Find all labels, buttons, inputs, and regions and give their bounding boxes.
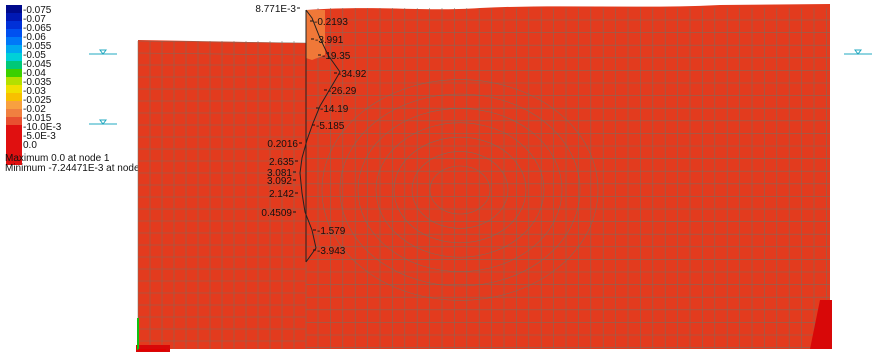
legend-label: -0.055 bbox=[23, 41, 52, 52]
legend-swatch bbox=[6, 85, 22, 93]
legend-label: -0.04 bbox=[23, 68, 46, 79]
diagram-value-label: -3.991 bbox=[315, 35, 344, 46]
mesh-refinement bbox=[321, 79, 599, 301]
legend-label: -0.025 bbox=[23, 95, 52, 106]
diagram-value-label: 8.771E-3 bbox=[255, 4, 296, 15]
diagram-curve bbox=[299, 9, 341, 263]
mesh-arc bbox=[339, 189, 581, 287]
legend-swatch bbox=[6, 125, 22, 165]
legend-label: -0.03 bbox=[23, 86, 46, 97]
legend-label: -0.035 bbox=[23, 77, 52, 88]
mesh-grid bbox=[137, 8, 830, 349]
right-soil-region bbox=[306, 4, 830, 349]
diagram-value-label: -14.19 bbox=[320, 104, 349, 115]
diagram-value-label: 0.2016 bbox=[267, 139, 298, 150]
mesh-arc bbox=[411, 151, 509, 191]
legend-swatch bbox=[6, 109, 22, 117]
water-level-icon bbox=[99, 49, 107, 55]
mesh-arc bbox=[393, 136, 527, 191]
min-value-corner bbox=[810, 300, 832, 349]
mesh-line bbox=[137, 52, 307, 56]
legend-swatch bbox=[6, 29, 22, 37]
legend-swatch bbox=[6, 117, 22, 125]
mesh-arc bbox=[429, 165, 491, 191]
legend-swatch bbox=[6, 21, 22, 29]
mesh-arc bbox=[339, 93, 581, 191]
finite-element-mesh bbox=[136, 4, 832, 352]
legend-label: -0.075 bbox=[23, 5, 52, 16]
legend-label: 0.0 bbox=[23, 140, 37, 151]
mesh-arc bbox=[411, 189, 509, 229]
legend-label: -0.05 bbox=[23, 50, 46, 61]
diagram-value-label: -5.185 bbox=[316, 121, 345, 132]
force-distribution-diagram bbox=[299, 9, 341, 263]
diagram-value-label: 3.081 bbox=[267, 168, 292, 179]
legend-swatch bbox=[6, 13, 22, 21]
mesh-arc bbox=[357, 108, 563, 191]
mesh-arc bbox=[375, 189, 545, 258]
legend-swatch bbox=[6, 77, 22, 85]
water-level-icon bbox=[854, 49, 862, 55]
maximum-readout: Maximum 0.0 at node 1 bbox=[5, 153, 110, 164]
legend-swatch bbox=[6, 45, 22, 53]
diagram-value-label: 2.635 bbox=[269, 157, 294, 168]
mesh-arc bbox=[321, 79, 599, 191]
mesh-arc bbox=[393, 189, 527, 244]
diagram-value-label: 2.142 bbox=[269, 189, 294, 200]
diagram-value-label: -1.579 bbox=[317, 226, 346, 237]
legend-label: -0.065 bbox=[23, 23, 52, 34]
diagram-value-label: 0.4509 bbox=[261, 208, 292, 219]
diagram-value-label: -0.2193 bbox=[314, 17, 348, 28]
diagram-value-label: -26.29 bbox=[328, 86, 357, 97]
mesh-arc bbox=[357, 189, 563, 272]
legend-swatch bbox=[6, 69, 22, 77]
legend-swatch bbox=[6, 37, 22, 45]
minimum-readout: Minimum -7.24471E-3 at node 2530 bbox=[5, 163, 165, 174]
legend-swatch bbox=[6, 61, 22, 69]
diagram-value-label: 3.092 bbox=[267, 176, 292, 187]
diagram-value-label: -3.943 bbox=[317, 246, 346, 257]
excavation-edge-contour bbox=[305, 10, 325, 262]
legend-label: -0.06 bbox=[23, 32, 46, 43]
legend-label: -0.02 bbox=[23, 104, 46, 115]
legend-swatch bbox=[6, 93, 22, 101]
edge-highlight bbox=[306, 10, 325, 60]
diagram-value-label: -34.92 bbox=[338, 69, 367, 80]
mesh-arc bbox=[375, 122, 545, 191]
legend-label: -0.015 bbox=[23, 113, 52, 124]
mesh-line bbox=[137, 40, 307, 44]
diagram-value-labels: 8.771E-3 -0.2193 -3.991 -19.35 -34.92 -26.29 -… bbox=[255, 4, 366, 257]
legend-swatch bbox=[6, 101, 22, 109]
water-level-icon bbox=[99, 119, 107, 125]
boundary-symbols bbox=[89, 49, 872, 125]
legend-label: -0.045 bbox=[23, 59, 52, 70]
legend-label: -10.0E-3 bbox=[23, 122, 62, 133]
mesh-arc bbox=[429, 189, 491, 215]
legend-label: -0.07 bbox=[23, 14, 46, 25]
legend-swatch bbox=[6, 5, 22, 13]
legend-label: -5.0E-3 bbox=[23, 131, 56, 142]
mesh-arc bbox=[321, 189, 599, 301]
diagram-value-label: -19.35 bbox=[322, 51, 351, 62]
axis-triad bbox=[137, 318, 166, 351]
legend-swatch bbox=[6, 53, 22, 61]
